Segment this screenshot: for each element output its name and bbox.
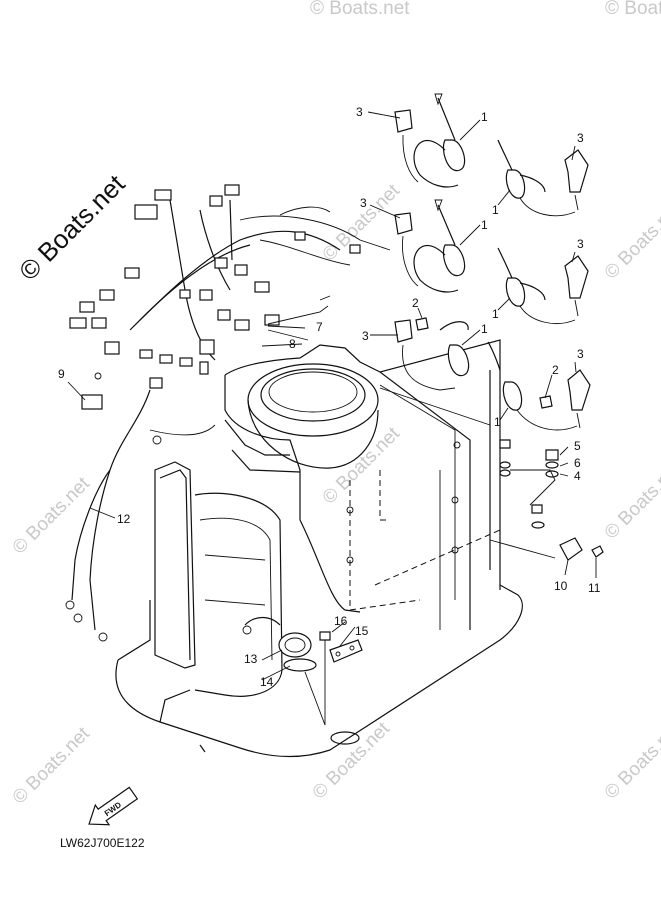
watermark-layer: © Boats.net © Boats.net © Boats.net © Bo…: [9, 0, 661, 809]
callout-1: 1: [481, 218, 488, 232]
watermark: © Boats.net: [9, 473, 95, 559]
callout-6: 6: [574, 456, 581, 470]
wiring-harness: [65, 184, 391, 642]
callout-3: 3: [360, 196, 367, 210]
callout-16: 16: [334, 614, 348, 628]
callout-4: 4: [574, 469, 581, 483]
callout-1: 1: [492, 203, 499, 217]
callout-9: 9: [58, 367, 65, 381]
main-watermark: © Boats.net: [13, 168, 131, 286]
callout-2: 2: [412, 296, 419, 310]
callout-1: 1: [492, 307, 499, 321]
watermark: © Boats.net: [601, 718, 661, 804]
leader-lines: [67, 111, 597, 681]
callout-1: 1: [494, 415, 501, 429]
watermark: © Boats.net: [309, 718, 395, 804]
callout-7: 7: [316, 320, 323, 334]
fwd-arrow-icon: FWD: [88, 786, 139, 826]
callout-14: 14: [260, 675, 274, 689]
callout-11: 11: [588, 581, 601, 595]
watermark: © Boats.net: [605, 0, 661, 19]
callout-1: 1: [481, 322, 488, 336]
callout-15: 15: [355, 624, 369, 638]
callout-13: 13: [244, 652, 258, 666]
watermark: © Boats.net: [319, 180, 405, 266]
callout-12: 12: [117, 512, 131, 526]
callout-10: 10: [554, 579, 568, 593]
watermark: © Boats.net: [9, 723, 95, 809]
ignition-coils: [394, 93, 604, 561]
diagram-code: LW62J700E122: [60, 836, 145, 850]
callout-3: 3: [577, 237, 584, 251]
callout-8: 8: [289, 337, 296, 351]
callout-3: 3: [362, 329, 369, 343]
watermark: © Boats.net: [601, 458, 661, 544]
callout-3: 3: [577, 131, 584, 145]
watermark: © Boats.net: [601, 198, 661, 284]
callout-3: 3: [577, 347, 584, 361]
callout-5: 5: [574, 439, 581, 453]
callout-3: 3: [356, 105, 363, 119]
callout-labels: 3 1 3 1 3 1 3 1 2 3 1 3 2 1 5 6 4 10 11 …: [58, 105, 601, 689]
watermark: © Boats.net: [319, 423, 405, 509]
callout-2: 2: [552, 363, 559, 377]
watermark: © Boats.net: [310, 0, 410, 19]
engine-cover-illustration: [115, 339, 523, 758]
callout-1: 1: [481, 110, 488, 124]
